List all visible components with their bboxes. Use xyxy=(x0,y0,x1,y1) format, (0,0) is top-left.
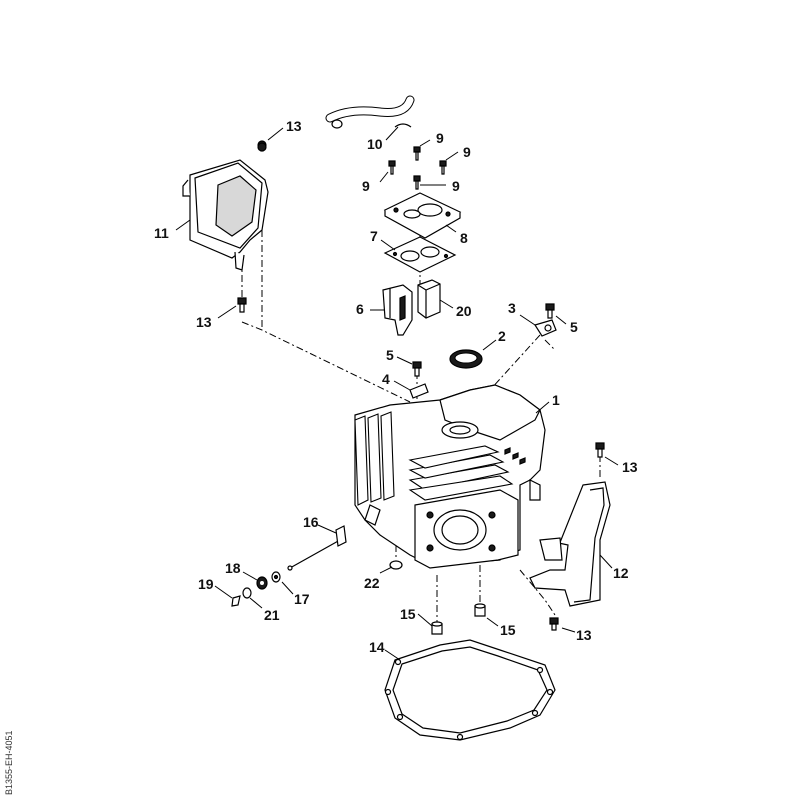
air-guide-part-11 xyxy=(182,140,269,271)
callout-16: 16 xyxy=(303,514,319,530)
callout-9c: 9 xyxy=(362,178,370,194)
callout-6: 6 xyxy=(356,301,364,317)
callout-9d: 9 xyxy=(452,178,460,194)
dowel-pin-part-15-a xyxy=(431,621,443,635)
cover-plate-part-8 xyxy=(383,192,462,239)
crankcase-gasket-part-14 xyxy=(384,639,556,741)
dowel-pin-part-15-b xyxy=(474,603,486,617)
gasket-part-7 xyxy=(383,236,457,273)
callout-22: 22 xyxy=(364,575,380,591)
breather-filter-part-20 xyxy=(417,279,441,319)
callout-15b: 15 xyxy=(500,622,516,638)
plate-part-4 xyxy=(409,383,429,399)
callout-5a: 5 xyxy=(570,319,578,335)
callout-21: 21 xyxy=(264,607,280,623)
bolt-part-13-left xyxy=(237,297,247,313)
callout-17: 17 xyxy=(294,591,310,607)
bolt-part-13-right xyxy=(595,442,605,458)
callout-9a: 9 xyxy=(436,130,444,146)
callout-19: 19 xyxy=(198,576,214,592)
bolt-part-9-a xyxy=(388,160,396,175)
callout-15a: 15 xyxy=(400,606,416,622)
clamp-part-3 xyxy=(534,319,557,337)
callout-13b: 13 xyxy=(196,314,212,330)
callout-10: 10 xyxy=(367,136,383,152)
diagram-code: B1355-EH-4051 xyxy=(4,730,14,795)
callout-12: 12 xyxy=(613,565,629,581)
bolt-part-13-top xyxy=(257,142,267,152)
callout-7: 7 xyxy=(370,228,378,244)
callout-9b: 9 xyxy=(463,144,471,160)
callout-3: 3 xyxy=(508,300,516,316)
callout-4: 4 xyxy=(382,371,390,387)
plug-part-22 xyxy=(389,560,403,570)
bolt-part-9-c xyxy=(439,160,447,175)
washer-part-21 xyxy=(242,587,252,599)
bolt-part-5-upper xyxy=(545,303,555,319)
callout-5b: 5 xyxy=(386,347,394,363)
callout-8: 8 xyxy=(460,230,468,246)
bolt-part-13-bottom xyxy=(549,617,559,631)
clip-part-19 xyxy=(231,595,241,607)
callout-20: 20 xyxy=(456,303,472,319)
callout-13c: 13 xyxy=(622,459,638,475)
crankcase-part-1 xyxy=(354,384,546,569)
bolt-part-9-b xyxy=(413,146,421,161)
callout-18: 18 xyxy=(225,560,241,576)
leader-lines xyxy=(175,126,619,661)
callout-1: 1 xyxy=(552,392,560,408)
washer-part-17 xyxy=(271,571,281,583)
callout-13d: 13 xyxy=(576,627,592,643)
callout-13a: 13 xyxy=(286,118,302,134)
callout-labels: 1 2 3 4 5 5 6 7 8 9 9 9 9 10 11 12 13 13… xyxy=(154,118,638,655)
rod-part-16 xyxy=(287,525,347,571)
air-guide-part-12 xyxy=(529,481,611,607)
washer-part-18 xyxy=(256,576,268,590)
callout-2: 2 xyxy=(498,328,506,344)
bolt-part-5-lower xyxy=(412,361,422,377)
reed-valve-part-6 xyxy=(382,284,413,336)
bolt-part-9-d xyxy=(413,175,421,190)
oil-seal-part-2 xyxy=(449,349,483,369)
breather-hose-part-10 xyxy=(325,95,415,129)
callout-14: 14 xyxy=(369,639,385,655)
callout-11: 11 xyxy=(154,225,169,241)
